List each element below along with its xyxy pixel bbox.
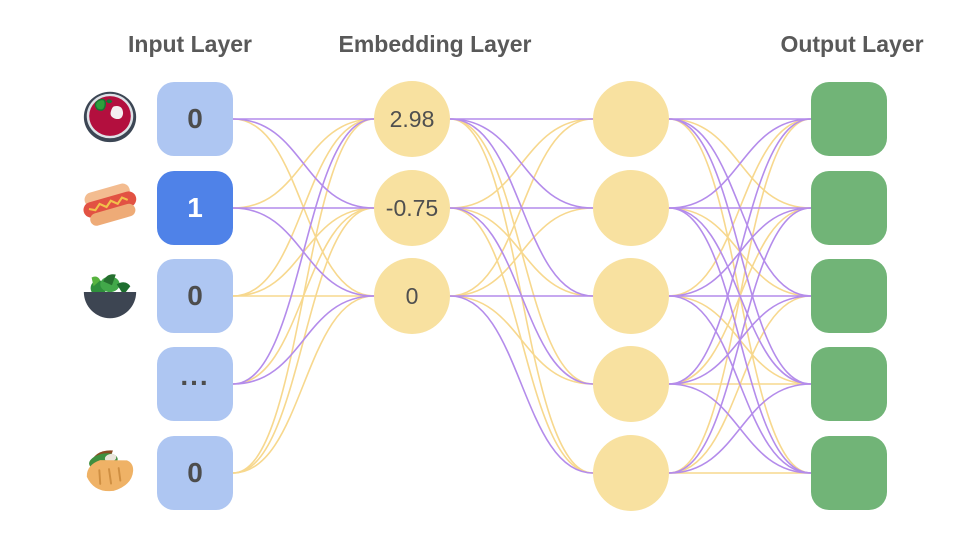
output-node	[811, 82, 887, 156]
input-node-value: 0	[187, 103, 203, 134]
embedding-node: 0	[374, 258, 450, 334]
embedding-layer-title: Embedding Layer	[338, 31, 532, 57]
hidden-node	[593, 258, 669, 334]
edge-em-hi-3-4	[449, 295, 594, 385]
hidden-node	[593, 81, 669, 157]
edge-em-hi-1-2	[449, 118, 594, 209]
soup-icon	[79, 85, 141, 147]
hidden-node	[593, 435, 669, 511]
edge-in-em-1-2	[232, 118, 375, 209]
output-node	[811, 347, 887, 421]
output-layer-title: Output Layer	[780, 31, 924, 57]
input-node: 0	[157, 259, 233, 333]
input-node-value: 1	[187, 192, 203, 223]
edge-hi-out-3-5	[668, 295, 812, 474]
input-node: 1	[157, 171, 233, 245]
output-node	[811, 259, 887, 333]
hot-dog-icon	[79, 174, 141, 236]
hidden-node	[593, 170, 669, 246]
input-layer-title: Input Layer	[128, 31, 252, 57]
edge-em-hi-3-5	[449, 295, 594, 474]
input-node-value: 0	[187, 280, 203, 311]
salad-icon	[79, 262, 141, 324]
edge-in-em-4-1	[232, 118, 375, 385]
input-node: 0	[157, 436, 233, 510]
embedding-node: -0.75	[374, 170, 450, 246]
edge-hi-out-4-1	[668, 118, 812, 385]
input-node-value: ...	[180, 360, 210, 391]
edge-in-em-5-3	[232, 295, 375, 474]
edge-em-hi-3-2	[449, 207, 594, 297]
embedding-node: 2.98	[374, 81, 450, 157]
hidden-node	[593, 346, 669, 422]
input-node: 0	[157, 82, 233, 156]
embedding-node-value: 0	[405, 282, 419, 309]
output-node	[811, 436, 887, 510]
embedding-node-value: -0.75	[385, 194, 439, 221]
edge-hi-out-5-2	[668, 207, 812, 474]
pita-icon	[79, 439, 141, 501]
edge-hi-out-2-1	[668, 118, 812, 209]
input-node-value: 0	[187, 457, 203, 488]
edge-in-em-5-1	[232, 118, 375, 474]
edge-hi-out-5-4	[668, 383, 812, 474]
output-node	[811, 171, 887, 245]
edge-in-em-4-3	[232, 295, 375, 385]
input-node: ...	[157, 347, 233, 421]
embedding-node-value: 2.98	[389, 105, 435, 132]
